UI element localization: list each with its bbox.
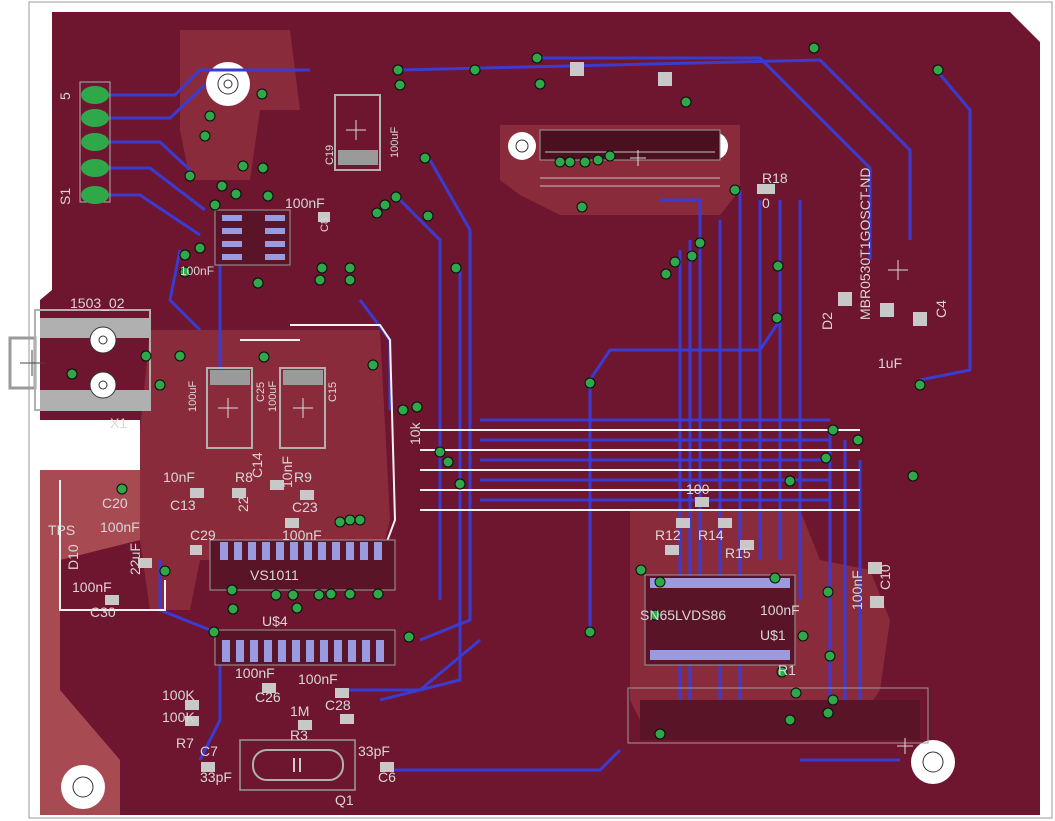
label-c6: C6 (378, 769, 396, 785)
label-c13-val: 10nF (163, 469, 195, 485)
label-c20: C20 (102, 495, 128, 511)
origin-markers (218, 120, 913, 754)
label-d2: D2 (819, 312, 835, 330)
mounting-hole-bottom-right (911, 740, 955, 784)
top-layer-traces (59, 324, 860, 611)
label-tps: TPS (48, 522, 75, 538)
label-c-400nf: 100nF (760, 602, 800, 618)
label-partnum: MBR0530T1GOSCT-ND (857, 168, 873, 320)
label-c19: C19 (324, 145, 336, 165)
label-r14: R14 (698, 527, 724, 543)
silkscreen-labels: 1503_02 X1 TPS R18 0 MBR0530T1GOSCT-ND D… (48, 92, 949, 808)
label-r-10k: 10k (407, 421, 423, 445)
label-1503-02: 1503_02 (70, 295, 125, 311)
label-x1: X1 (110, 415, 127, 431)
fpc-connector-top (539, 129, 721, 187)
label-c26: C26 (255, 689, 281, 705)
label-c22-val: 22uF (127, 543, 143, 575)
label-q1: Q1 (335, 792, 354, 808)
fpc-connector-bottom (627, 687, 929, 744)
label-c19-val: 100uF (389, 127, 401, 158)
bottom-layer-traces (95, 56, 972, 772)
label-r15: R15 (725, 545, 751, 561)
label-pin5: 5 (57, 92, 73, 100)
connector-x1 (8, 309, 151, 411)
ic-regulator-small (214, 209, 291, 266)
label-us4: U$4 (262, 613, 288, 629)
label-r18: R18 (762, 170, 788, 186)
label-d10: D10 (65, 544, 81, 570)
label-c29: C29 (190, 527, 216, 543)
label-c4-val: 1uF (878, 355, 902, 371)
cap-c25 (206, 367, 253, 449)
label-r7: R7 (176, 735, 194, 751)
copper-region-power (40, 470, 140, 815)
label-r12: R12 (655, 527, 681, 543)
label-r-100: 100 (686, 481, 710, 497)
label-r8-val: 22 (235, 496, 251, 512)
ic-us4 (214, 629, 396, 666)
vias (66, 42, 944, 740)
label-r-1m: 1M (290, 703, 309, 719)
label-c20-val: 100nF (100, 519, 140, 535)
label-sn65lvds86: SN65LVDS86 (640, 607, 726, 623)
label-c23: C23 (292, 499, 318, 515)
label-c15: C15 (327, 382, 339, 402)
label-c7: C7 (200, 743, 218, 759)
cap-c15 (279, 367, 326, 449)
label-r1: R1 (778, 662, 796, 678)
mounting-hole-bottom-left (61, 765, 105, 809)
label-c7-val: 33pF (200, 769, 232, 785)
mounting-hole-top-left (206, 62, 250, 106)
label-c25: C25 (255, 382, 267, 402)
label-c9-val: 100nF (285, 195, 325, 211)
ic-sn65lvds86 (644, 574, 796, 666)
label-c-100nf-b: 100nF (849, 570, 865, 610)
label-s1: S1 (57, 188, 73, 205)
label-c26-val: 100nF (235, 665, 275, 681)
label-c10: C10 (877, 564, 893, 590)
label-c-100nf: 100nF (72, 579, 112, 595)
label-c28: C28 (325, 697, 351, 713)
smd-parts (105, 62, 927, 772)
label-c23-val: 100nF (282, 527, 322, 543)
header-s1 (79, 81, 111, 204)
label-r18-val: 0 (762, 195, 770, 211)
label-r3: R3 (290, 727, 308, 743)
label-r100k-b: 100K (162, 709, 195, 725)
label-r9: R9 (294, 469, 312, 485)
label-c25-val: 100uF (187, 381, 199, 412)
label-c13: C13 (170, 497, 196, 513)
label-c14: C14 (249, 452, 265, 478)
label-vs1011: VS1011 (250, 567, 299, 583)
label-c-100n: 100nF (298, 671, 338, 687)
label-r8: R8 (235, 469, 253, 485)
label-u1: U$1 (760, 627, 786, 643)
copper-region-top-left (180, 30, 300, 180)
label-r100k-a: 100K (162, 687, 195, 703)
label-conn-val: 100nF (180, 264, 214, 278)
label-c14-val: 10nF (279, 456, 295, 488)
mounting-hole-fpc-left (508, 132, 536, 160)
label-c15-val: 100uF (267, 381, 279, 412)
cap-c19 (334, 94, 381, 171)
label-c6-val: 33pF (358, 743, 390, 759)
label-c4: C4 (933, 300, 949, 318)
label-c30: C30 (90, 604, 116, 620)
ic-vs1011 (209, 539, 396, 591)
crystal-q1 (239, 739, 356, 791)
label-c8: C8 (319, 218, 331, 232)
